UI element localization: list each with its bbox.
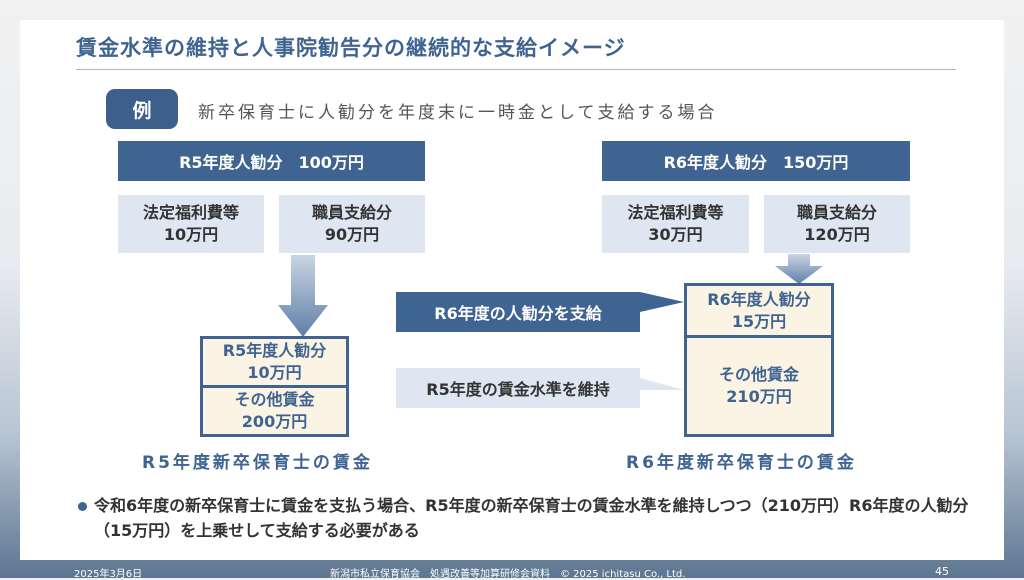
r5-staff-pay-label: 職員支給分 bbox=[311, 203, 392, 222]
r5-staff-pay-box: 職員支給分 90万円 bbox=[279, 195, 425, 253]
r6-stack-other-amount: 210万円 bbox=[726, 387, 792, 406]
r5-stack-divider bbox=[203, 385, 346, 388]
example-subtitle: 新卒保育士に人勧分を年度末に一時金として支給する場合 bbox=[198, 103, 718, 123]
page-number: 45 bbox=[935, 565, 949, 578]
maintain-callout: R5年度の賃金水準を維持 bbox=[426, 380, 610, 399]
r6-stack-divider bbox=[687, 335, 831, 338]
r6-staff-pay-amount: 120万円 bbox=[804, 225, 870, 244]
r6-legal-welfare-amount: 30万円 bbox=[648, 225, 703, 244]
r5-staff-pay-amount: 90万円 bbox=[324, 225, 380, 244]
r5-wage-stack: R5年度人勧分 10万円 その他賃金 200万円 bbox=[200, 336, 349, 437]
page-title: 賃金水準の維持と人事院勧告分の継続的な支給イメージ bbox=[76, 36, 626, 60]
pay-callout: R6年度の人勧分を支給 bbox=[434, 304, 602, 323]
r6-staff-pay-label: 職員支給分 bbox=[796, 203, 877, 222]
r5-stack-other-amount: 200万円 bbox=[241, 412, 308, 431]
pay-callout-shape bbox=[396, 292, 684, 332]
r6-stack-allowance-amount: 15万円 bbox=[731, 311, 787, 331]
r6-legal-welfare-label: 法定福利費等 bbox=[627, 203, 724, 222]
r5-stack-allowance-amount: 10万円 bbox=[247, 363, 302, 382]
r5-legal-welfare-box: 法定福利費等 10万円 bbox=[118, 195, 264, 253]
r5-stack-allowance: R5年度人勧分 10万円 bbox=[203, 339, 346, 385]
r5-down-arrow-icon bbox=[278, 255, 328, 337]
r6-legal-welfare-box: 法定福利費等 30万円 bbox=[602, 195, 749, 253]
title-divider bbox=[76, 69, 956, 70]
r6-down-arrow-icon bbox=[775, 254, 823, 284]
r6-header-bar: R6年度人勧分 150万円 bbox=[602, 141, 910, 181]
r5-header-bar: R5年度人勧分 100万円 bbox=[118, 141, 425, 181]
r6-caption: R6年度新卒保育士の賃金 bbox=[626, 453, 857, 473]
r6-wage-stack: R6年度人勧分 15万円 その他賃金 210万円 bbox=[684, 283, 834, 437]
r5-legal-welfare-amount: 10万円 bbox=[163, 225, 219, 244]
footer-credit: 新潟市私立保育協会 処遇改善等加算研修会資料 © 2025 ichitasu C… bbox=[330, 569, 686, 580]
r5-stack-other-label: その他賃金 bbox=[234, 390, 315, 409]
example-badge: 例 bbox=[106, 89, 178, 129]
r5-caption: R5年度新卒保育士の賃金 bbox=[142, 453, 373, 473]
r5-stack-allowance-label: R5年度人勧分 bbox=[222, 341, 327, 360]
r5-stack-other-wages: その他賃金 200万円 bbox=[203, 388, 346, 434]
r5-legal-welfare-label: 法定福利費等 bbox=[142, 203, 239, 222]
footer-date: 2025年3月6日 bbox=[74, 569, 143, 580]
maintain-callout-shape bbox=[396, 368, 684, 408]
r6-stack-other-wages: その他賃金 210万円 bbox=[687, 338, 831, 434]
r6-stack-other-label: その他賃金 bbox=[718, 365, 799, 384]
r6-stack-allowance-label: R6年度人勧分 bbox=[707, 289, 811, 309]
slide: 賃金水準の維持と人事院勧告分の継続的な支給イメージ 例 新卒保育士に人勧分を年度… bbox=[20, 20, 1004, 560]
bullet-icon bbox=[78, 502, 87, 511]
summary-note: 令和6年度の新卒保育士に賃金を支払う場合、R5年度の新卒保育士の賃金水準を維持し… bbox=[94, 496, 969, 540]
r6-stack-allowance: R6年度人勧分 15万円 bbox=[687, 286, 831, 335]
r6-staff-pay-box: 職員支給分 120万円 bbox=[764, 195, 910, 253]
